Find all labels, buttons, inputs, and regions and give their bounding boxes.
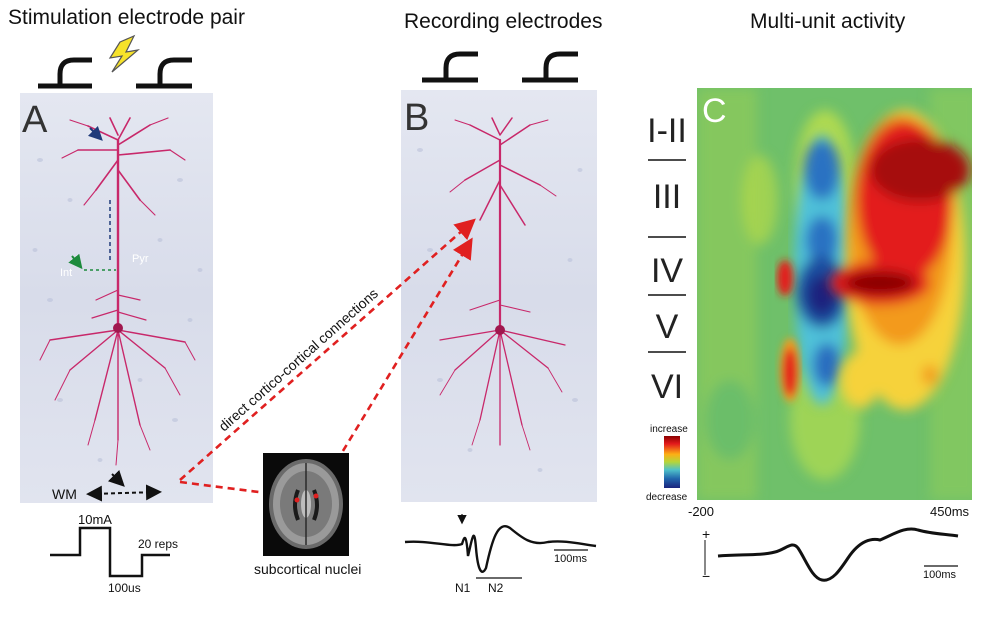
layer-label-1: I-II bbox=[647, 112, 687, 150]
panel-a-tissue bbox=[20, 93, 213, 503]
minus-label: − bbox=[702, 568, 710, 584]
layer-label-4: V bbox=[656, 308, 679, 346]
pulse-duration-label: 100us bbox=[108, 581, 141, 595]
n1-label: N1 bbox=[455, 581, 471, 595]
pyramidal-neuron-b bbox=[439, 117, 566, 451]
mri-brain-image bbox=[263, 453, 349, 556]
wm-label: WM bbox=[52, 486, 77, 502]
trace-c-scale-label: 100ms bbox=[923, 569, 957, 581]
layer-dividers bbox=[648, 159, 686, 353]
layer-label-2: III bbox=[653, 178, 681, 216]
stimulation-electrode-right bbox=[136, 57, 192, 89]
pyr-label: Pyr bbox=[132, 253, 149, 265]
subcortical-label: subcortical nuclei bbox=[254, 561, 361, 577]
subcortical-to-b-arrow bbox=[316, 237, 473, 493]
cortico-cortical-arrow bbox=[179, 218, 476, 481]
stimulation-electrode-left bbox=[38, 57, 92, 89]
lightning-icon bbox=[108, 34, 141, 73]
pulse-amplitude-label: 10mA bbox=[78, 512, 112, 527]
apical-arrow bbox=[87, 125, 103, 141]
recording-title: Recording electrodes bbox=[404, 10, 603, 33]
wm-pointer bbox=[107, 469, 125, 487]
plus-label: + bbox=[702, 526, 710, 542]
n2-label: N2 bbox=[488, 581, 504, 595]
recording-electrode-right bbox=[522, 51, 578, 83]
trace-b-scale-label: 100ms bbox=[554, 553, 588, 565]
panel-c-letter: C bbox=[702, 92, 727, 130]
int-label: Int bbox=[60, 267, 72, 279]
wm-to-subcortical-arrow bbox=[179, 480, 296, 505]
mua-title: Multi-unit activity bbox=[750, 10, 906, 33]
x-start-label: -200 bbox=[688, 504, 714, 519]
wm-arrow bbox=[86, 484, 162, 502]
layer-label-3: IV bbox=[651, 252, 683, 290]
mua-heatmap bbox=[697, 88, 972, 500]
stimulation-title: Stimulation electrode pair bbox=[8, 6, 245, 29]
int-arrow bbox=[68, 253, 83, 270]
pyramidal-neuron-a bbox=[39, 117, 196, 466]
pulse-reps-label: 20 reps bbox=[138, 537, 178, 551]
colorbar-bottom-label: decrease bbox=[646, 492, 688, 503]
mua-trace bbox=[717, 527, 959, 582]
panel-b-letter: B bbox=[404, 97, 429, 139]
x-end-label: 450ms bbox=[930, 504, 970, 519]
panel-a-letter: A bbox=[22, 99, 48, 141]
recording-electrode-left bbox=[422, 51, 478, 83]
connection-label: direct cortico-cortical connections bbox=[215, 285, 381, 434]
stimulation-pulse bbox=[50, 526, 170, 578]
layer-label-5: VI bbox=[651, 368, 683, 406]
colorbar-top-label: increase bbox=[650, 424, 688, 435]
recording-trace-b bbox=[404, 525, 597, 573]
colorbar bbox=[664, 436, 680, 488]
